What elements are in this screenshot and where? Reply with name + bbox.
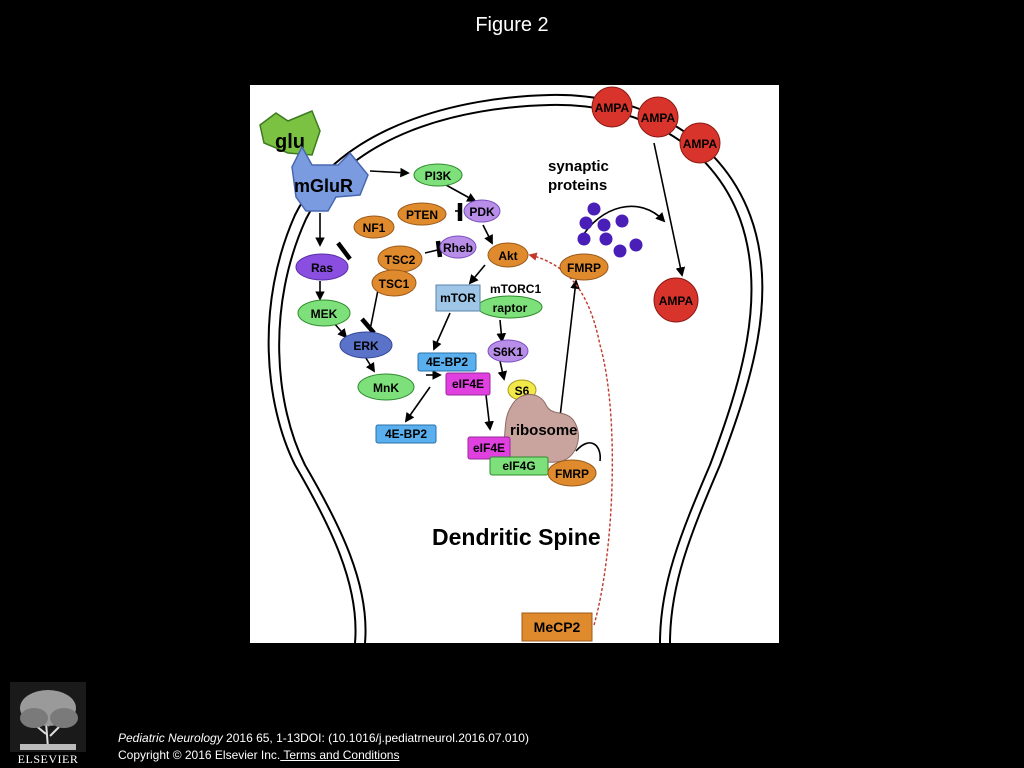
svg-text:FMRP: FMRP <box>555 467 589 481</box>
ampa-receptor-2: AMPA <box>637 96 679 138</box>
svg-text:raptor: raptor <box>493 301 528 315</box>
ribosome: ribosome <box>502 394 579 468</box>
svg-text:synaptic: synaptic <box>548 158 609 175</box>
node-mecp2: MeCP2 <box>521 612 593 642</box>
svg-text:4E-BP2: 4E-BP2 <box>385 427 427 441</box>
publisher-name: ELSEVIER <box>17 752 79 766</box>
svg-text:PTEN: PTEN <box>406 208 438 222</box>
node-pi3k: PI3K <box>413 163 463 187</box>
node-s6k1: S6K1 <box>487 339 529 363</box>
node-akt: Akt <box>487 242 529 268</box>
copyright-text: Copyright © 2016 Elsevier Inc. <box>118 748 281 762</box>
svg-text:eIF4E: eIF4E <box>452 377 484 391</box>
node-pdk: PDK <box>463 199 501 223</box>
node-eif4e-bottom: eIF4E <box>467 436 511 460</box>
ampa-receptor-3: AMPA <box>679 122 721 164</box>
spine-membrane-outer <box>267 93 764 643</box>
svg-text:AMPA: AMPA <box>641 111 676 125</box>
mtorc1-label: mTORC1 <box>490 282 541 296</box>
diagram-panel: glu mGluR <box>250 85 779 643</box>
svg-text:MeCP2: MeCP2 <box>534 619 581 635</box>
citation-line: Pediatric Neurology 2016 65, 1-13DOI: (1… <box>118 731 529 745</box>
node-raptor: raptor <box>477 295 543 319</box>
node-tsc1: TSC1 <box>371 269 417 297</box>
inhibition-bars <box>336 203 463 335</box>
node-mtor: mTOR <box>435 284 481 312</box>
node-nf1: NF1 <box>353 215 395 239</box>
svg-text:ERK: ERK <box>353 339 379 353</box>
svg-text:eIF4G: eIF4G <box>502 459 535 473</box>
elsevier-tree-logo-icon <box>10 682 86 752</box>
dendritic-spine-label: Dendritic Spine <box>432 524 601 550</box>
svg-text:FMRP: FMRP <box>567 261 601 275</box>
node-4ebp2-bottom: 4E-BP2 <box>375 424 437 444</box>
synaptic-proteins-label: synaptic proteins <box>548 158 609 194</box>
svg-text:Rheb: Rheb <box>443 241 473 255</box>
mglur-label: mGluR <box>294 176 353 196</box>
node-erk: ERK <box>339 331 393 359</box>
svg-text:PDK: PDK <box>469 205 495 219</box>
svg-text:NF1: NF1 <box>363 221 386 235</box>
svg-text:TSC1: TSC1 <box>379 277 410 291</box>
node-pten: PTEN <box>397 202 447 226</box>
node-4ebp2-top: 4E-BP2 <box>417 352 477 372</box>
node-eif4e-top: eIF4E <box>445 372 491 396</box>
svg-text:AMPA: AMPA <box>595 101 630 115</box>
node-tsc2: TSC2 <box>377 245 423 273</box>
ampa-receptor-inner: AMPA <box>653 277 699 323</box>
svg-text:AMPA: AMPA <box>659 294 694 308</box>
svg-text:S6K1: S6K1 <box>493 345 523 359</box>
node-mnk: MnK <box>357 373 415 401</box>
journal-name: Pediatric Neurology <box>118 731 223 745</box>
svg-text:ribosome: ribosome <box>510 422 578 439</box>
figure-title: Figure 2 <box>475 14 549 36</box>
copyright-line: Copyright © 2016 Elsevier Inc. Terms and… <box>118 748 399 762</box>
mglur-receptor: mGluR <box>291 145 369 212</box>
node-fmrp-upper: FMRP <box>559 253 609 281</box>
signaling-pathway-diagram: glu mGluR <box>259 86 764 643</box>
citation-details: 2016 65, 1-13DOI: (10.1016/j.pediatrneur… <box>222 731 529 745</box>
svg-text:eIF4E: eIF4E <box>473 441 505 455</box>
synaptic-protein-dots <box>577 202 643 258</box>
svg-text:4E-BP2: 4E-BP2 <box>426 355 468 369</box>
svg-text:Ras: Ras <box>311 261 333 275</box>
node-mek: MEK <box>297 299 351 327</box>
svg-text:TSC2: TSC2 <box>385 253 416 267</box>
node-ras: Ras <box>295 253 349 281</box>
glu-ligand: glu <box>259 110 321 156</box>
svg-text:PI3K: PI3K <box>425 169 452 183</box>
svg-text:AMPA: AMPA <box>683 137 718 151</box>
node-fmrp-lower: FMRP <box>547 459 597 487</box>
node-eif4g: eIF4G <box>489 456 549 476</box>
svg-text:mTOR: mTOR <box>440 291 476 305</box>
svg-text:MnK: MnK <box>373 381 399 395</box>
terms-and-conditions-link[interactable]: Terms and Conditions <box>280 748 400 762</box>
svg-text:Akt: Akt <box>498 249 517 263</box>
node-rheb: Rheb <box>439 235 477 259</box>
svg-text:proteins: proteins <box>548 177 607 194</box>
ampa-receptor-1: AMPA <box>591 86 633 128</box>
svg-text:MEK: MEK <box>311 307 338 321</box>
spine-membrane-inner <box>278 103 753 643</box>
glu-label: glu <box>275 131 305 153</box>
